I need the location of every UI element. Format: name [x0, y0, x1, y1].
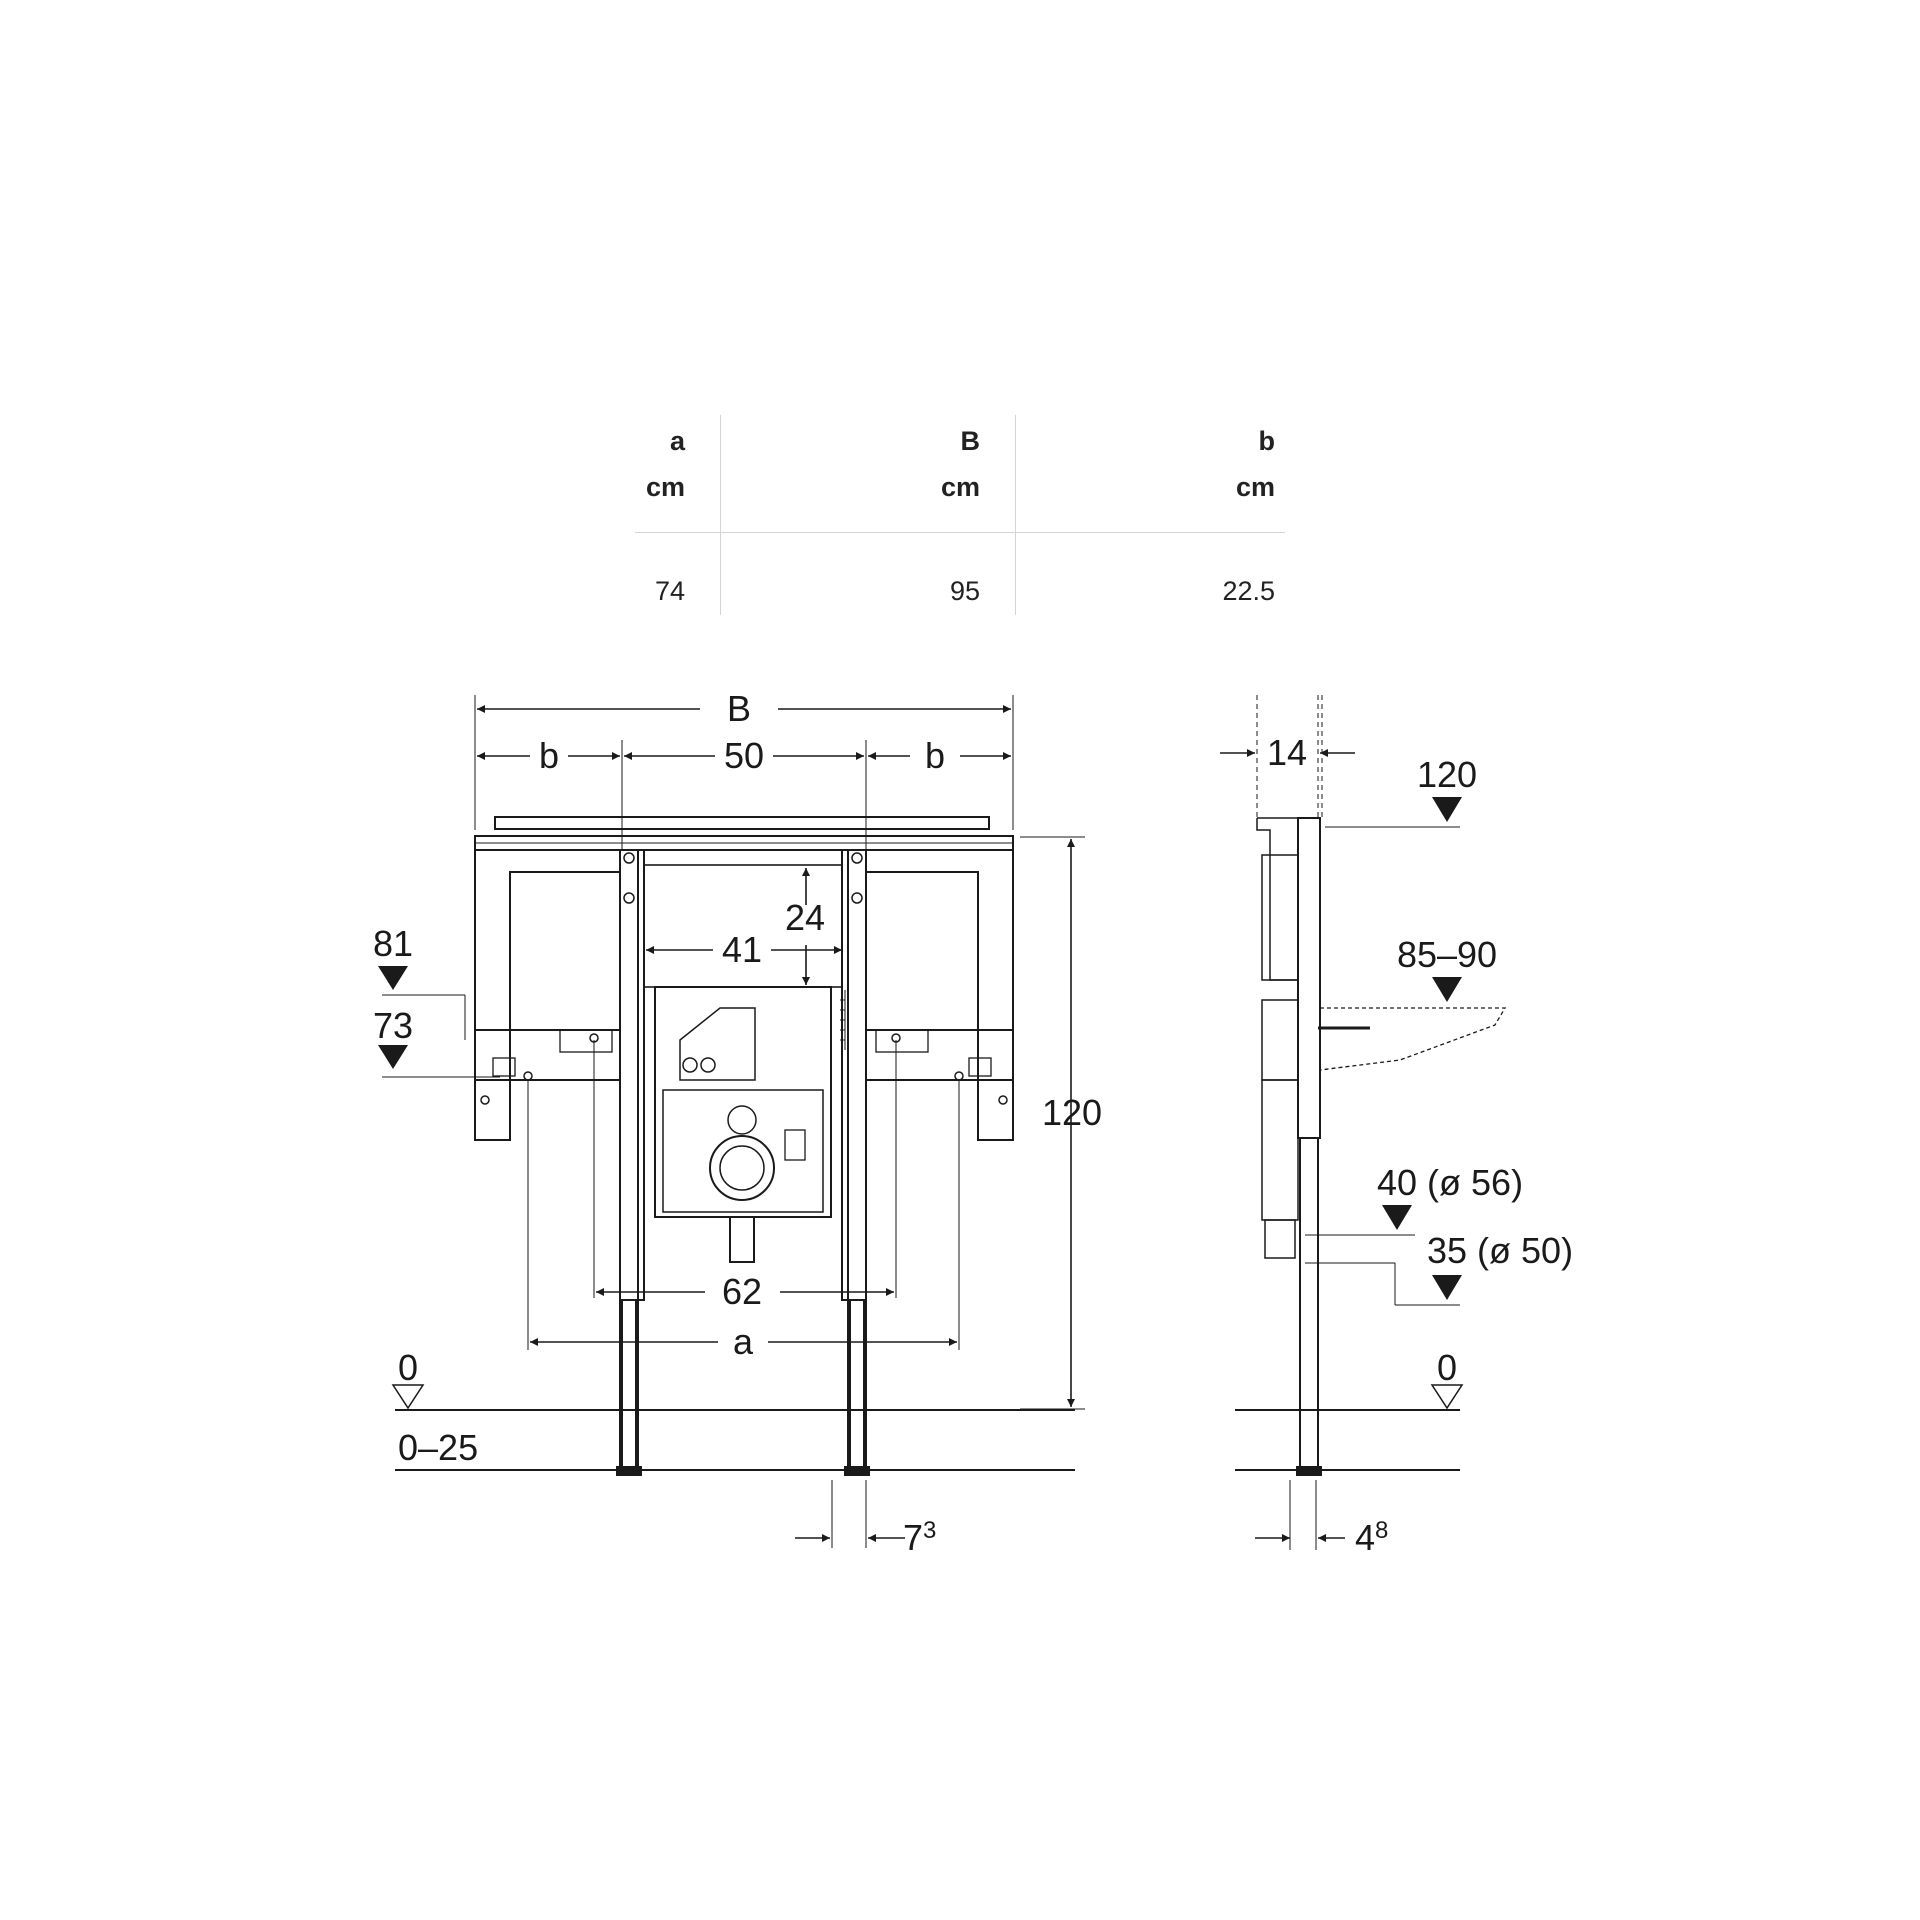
mounting-holes: [480, 852, 1008, 1105]
col-b-symbol: b: [1258, 426, 1276, 456]
scale-ruler: [840, 990, 846, 1050]
extension-lines: [382, 695, 1085, 1548]
left-leg-extension: [621, 1299, 637, 1476]
cistern-box: [654, 986, 832, 1218]
level-35-triangle: [1432, 1275, 1462, 1300]
label-41: 41: [722, 929, 762, 970]
label-85-90: 85–90: [1397, 934, 1497, 975]
label-50: 50: [724, 735, 764, 776]
level-81-triangle: [378, 966, 408, 990]
side-frame-column: [1297, 817, 1321, 1139]
side-view: [1220, 695, 1507, 1550]
level-85-90-triangle: [1432, 977, 1462, 1002]
label-b-left: b: [539, 735, 559, 776]
cistern-inner: [662, 1089, 824, 1213]
table-rule: [635, 532, 1285, 533]
label-62: 62: [722, 1271, 762, 1312]
side-cistern: [1261, 854, 1299, 981]
label-a: a: [733, 1321, 754, 1362]
front-view: [378, 695, 1085, 1548]
right-wing: [866, 850, 1014, 1141]
col-a-value: 74: [654, 576, 685, 606]
valve-block: [679, 1007, 756, 1081]
basin-outline: [1319, 1007, 1507, 1071]
label-14: 14: [1267, 732, 1307, 773]
label-side-120: 120: [1417, 754, 1477, 795]
label-35-d50: 35 (ø 50): [1427, 1230, 1573, 1271]
bracket-plates: [492, 1029, 992, 1077]
dimension-arrows: [477, 705, 1075, 1542]
col-b-unit: cm: [1235, 472, 1275, 502]
left-wing-bar: [474, 1029, 621, 1081]
col-B-value: 95: [949, 576, 980, 606]
outlet-ring-inner: [719, 1145, 765, 1191]
label-b-right: b: [925, 735, 945, 776]
level-120-triangle: [1432, 797, 1462, 822]
side-extension-lines: [1256, 695, 1323, 820]
level-73-triangle: [378, 1045, 408, 1069]
right-leg-extension: [849, 1299, 865, 1476]
valve-fitting: [784, 1129, 806, 1161]
col-b-value: 22.5: [1222, 576, 1275, 606]
table-divider: [720, 415, 721, 615]
label-leg-depth: 48: [1355, 1517, 1388, 1558]
top-rail: [494, 816, 990, 830]
side-view-labels: 14 120 85–90 40 (ø 56) 35 (ø 50) 0 48: [1267, 732, 1573, 1558]
table-divider: [1015, 415, 1016, 615]
label-24: 24: [785, 897, 825, 938]
outlet-ring-outer: [709, 1135, 775, 1201]
label-81: 81: [373, 923, 413, 964]
side-top-bracket: [1256, 817, 1298, 981]
left-wing: [474, 850, 620, 1141]
label-floor-range: 0–25: [398, 1427, 478, 1468]
valve-knob-left: [682, 1057, 698, 1073]
label-leg-width: 73: [903, 1517, 936, 1558]
level-0-triangle: [391, 1384, 425, 1410]
col-a-symbol: a: [669, 426, 685, 456]
left-inner-post: [637, 849, 645, 1301]
label-40-d56: 40 (ø 56): [1377, 1162, 1523, 1203]
col-a-unit: cm: [645, 472, 685, 502]
right-inner-post: [841, 849, 849, 1301]
side-bracket-mid: [1261, 999, 1299, 1081]
front-view-labels: B b 50 b 24 41 62 a 120 81 73 0 0–25 73: [373, 688, 1102, 1558]
col-B-symbol: B: [960, 426, 981, 456]
label-120-height: 120: [1042, 1092, 1102, 1133]
label-side-floor-0: 0: [1437, 1347, 1457, 1388]
label-floor-0: 0: [398, 1347, 418, 1388]
label-B: B: [727, 688, 751, 729]
right-wing-bar: [865, 1029, 1014, 1081]
col-B-unit: cm: [940, 472, 980, 502]
label-73: 73: [373, 1005, 413, 1046]
flush-valve: [727, 1105, 757, 1135]
drain-pipe: [729, 1216, 755, 1263]
side-drain: [1264, 1219, 1296, 1259]
side-dimension-arrows: [1220, 749, 1355, 1542]
side-level-0-triangle: [1430, 1384, 1464, 1410]
side-level-lines: [1289, 826, 1460, 1550]
side-cistern-lower: [1261, 1079, 1299, 1221]
side-frame-leg: [1299, 1137, 1319, 1474]
level-40-triangle: [1382, 1205, 1412, 1230]
valve-knob-right: [700, 1057, 716, 1073]
dimension-table: a cm 74 B cm 95 b cm 22.5: [635, 415, 1285, 615]
